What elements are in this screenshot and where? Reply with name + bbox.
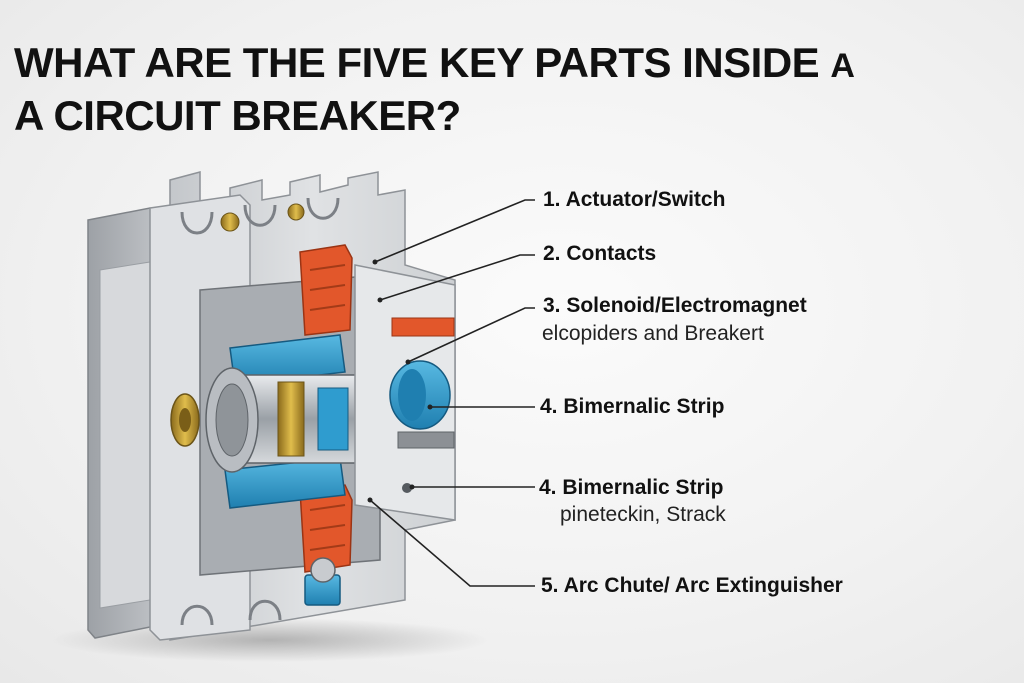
callout-label-actuator: 1. Actuator/Switch [543,188,726,211]
callout-label-solenoid: 3. Solenoid/Electromagnet [543,294,807,317]
internal-mechanism [170,244,381,606]
page-title: WHAT ARE THE FIVE KEY PARTS INSIDE A A C… [14,38,855,141]
title-line-1-tail: A [830,47,855,85]
title-line-2: A CIRCUIT BREAKER? [14,92,461,139]
callout-sublabel-solenoid: elcopiders and Breakert [542,322,764,345]
callout-label-arc-chute: 5. Arc Chute/ Arc Extinguisher [541,574,843,597]
arc-chute-top [299,244,353,336]
callout-label-contacts: 2. Contacts [543,242,657,265]
leader-lines [369,199,535,587]
callout-sublabel-bimetallic-2: pineteckin, Strack [560,503,726,526]
callout-label-bimetallic-1: 4. Bimernalic Strip [540,395,725,418]
leader-arrowheads [367,259,433,503]
callout-label-bimetallic-2: 4. Bimernalic Strip [539,476,724,499]
right-side-module [354,264,456,521]
title-line-1: WHAT ARE THE FIVE KEY PARTS INSIDE [14,39,820,86]
trip-indicator [391,317,455,337]
